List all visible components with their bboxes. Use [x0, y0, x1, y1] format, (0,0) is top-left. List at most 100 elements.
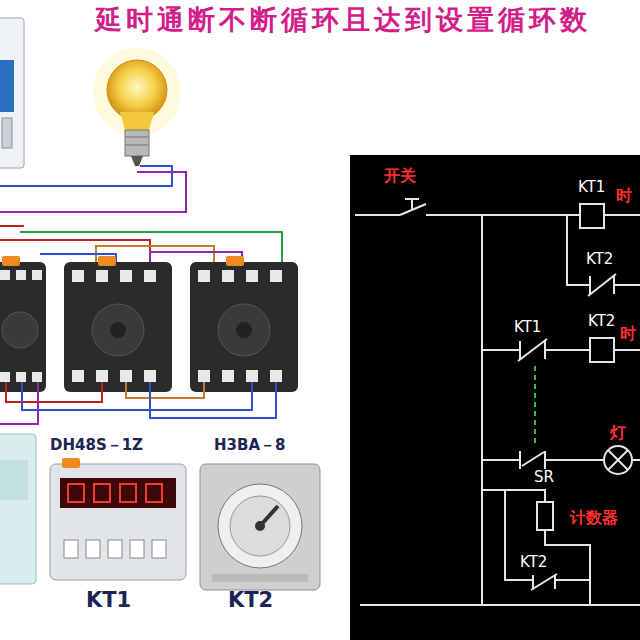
device	[0, 460, 28, 500]
ladder-wiring	[580, 204, 604, 228]
ladder-wiring	[532, 575, 534, 589]
counter-device	[64, 540, 78, 558]
model-label: H3BA－8	[214, 436, 285, 454]
counter-device	[146, 484, 162, 502]
light-bulb	[107, 60, 167, 120]
relay-socket	[120, 370, 132, 382]
ladder-wiring	[590, 338, 614, 362]
ladder-wiring	[405, 198, 419, 200]
timer-device	[218, 484, 302, 568]
circuit-breaker	[2, 118, 12, 148]
relay-socket	[222, 270, 234, 282]
schematic-panel	[350, 155, 640, 640]
relay-socket	[2, 312, 38, 348]
lamp-label: 灯	[610, 423, 626, 442]
counter-device	[86, 540, 100, 558]
relay-socket	[96, 370, 108, 382]
note-label: 时	[616, 186, 632, 205]
note-label: 时	[620, 324, 636, 343]
ladder-wiring	[355, 214, 400, 216]
relay-socket	[0, 262, 46, 392]
wires	[6, 382, 102, 402]
relay-socket	[246, 370, 258, 382]
ladder-wiring	[604, 446, 632, 474]
ladder-wiring	[604, 214, 640, 216]
circuit-breaker	[0, 60, 14, 112]
ladder-wiring	[545, 459, 604, 461]
light-bulb	[93, 48, 181, 136]
wires	[0, 172, 186, 212]
light-bulb	[93, 48, 181, 166]
relay-socket	[16, 372, 26, 382]
ladder-wiring	[632, 459, 640, 461]
ladder-wiring	[519, 341, 521, 359]
ladder-wiring	[481, 215, 483, 605]
switch-label: 开关	[384, 166, 416, 185]
relay-socket	[236, 322, 252, 338]
counter-device	[108, 540, 122, 558]
device	[0, 434, 36, 584]
counter-device	[130, 540, 144, 558]
mechanical-link	[534, 366, 536, 446]
coil-label: KT2	[588, 312, 615, 330]
coil-label: SR	[534, 468, 554, 486]
relay-socket	[120, 270, 132, 282]
relay-socket	[218, 304, 270, 356]
coil-label: KT1	[578, 178, 605, 196]
light-bulb	[131, 156, 143, 166]
timer-device	[200, 464, 320, 590]
relay-socket	[32, 372, 42, 382]
relay-socket	[246, 270, 258, 282]
relay-socket	[190, 256, 298, 392]
counter-label: 计数器	[570, 508, 618, 527]
counter-device	[62, 458, 80, 468]
ladder-wiring	[482, 459, 520, 461]
device-tag: KT2	[228, 588, 273, 613]
relay-socket	[72, 270, 84, 282]
model-label: DH48S－1Z	[50, 436, 143, 454]
wires	[0, 166, 172, 186]
ladder-wiring	[608, 450, 628, 470]
relay-socket	[226, 256, 244, 266]
ladder-wiring	[614, 284, 640, 286]
relay-socket	[2, 256, 20, 266]
timer-device	[230, 496, 290, 556]
mechanical-link	[535, 366, 536, 446]
relay-socket	[32, 270, 42, 280]
ladder-wiring	[588, 274, 616, 296]
ladder-wiring	[426, 214, 580, 216]
contact-label: KT2	[586, 250, 613, 268]
device	[0, 434, 36, 584]
title: 延时通断不断循环且达到设置循环数	[95, 4, 591, 36]
relay-socket	[198, 370, 210, 382]
ladder-wiring	[482, 349, 520, 351]
wires	[0, 382, 38, 424]
wires	[126, 382, 204, 398]
schematic-panel	[350, 155, 640, 640]
ladder-wiring	[482, 490, 545, 502]
relay-socket	[98, 256, 116, 266]
ladder-wiring	[554, 575, 556, 589]
timer-device	[212, 574, 308, 582]
relay-socket	[0, 256, 46, 392]
ladder-wiring	[355, 199, 640, 605]
counter-device	[68, 484, 84, 502]
timer-device	[200, 464, 320, 590]
counter-device	[94, 484, 110, 502]
relay-socket	[0, 270, 10, 280]
relay-socket	[144, 370, 156, 382]
counter-device	[50, 458, 186, 580]
wires	[0, 240, 150, 262]
circuit-breaker	[0, 18, 24, 168]
wires	[0, 382, 276, 424]
ladder-wiring	[518, 339, 547, 361]
ladder-wiring	[519, 451, 521, 469]
relay-socket	[96, 270, 108, 282]
wires	[22, 382, 252, 410]
ladder-wiring	[555, 579, 590, 581]
wires	[0, 225, 24, 227]
circuit-breaker	[0, 18, 24, 168]
relay-socket	[0, 372, 10, 382]
